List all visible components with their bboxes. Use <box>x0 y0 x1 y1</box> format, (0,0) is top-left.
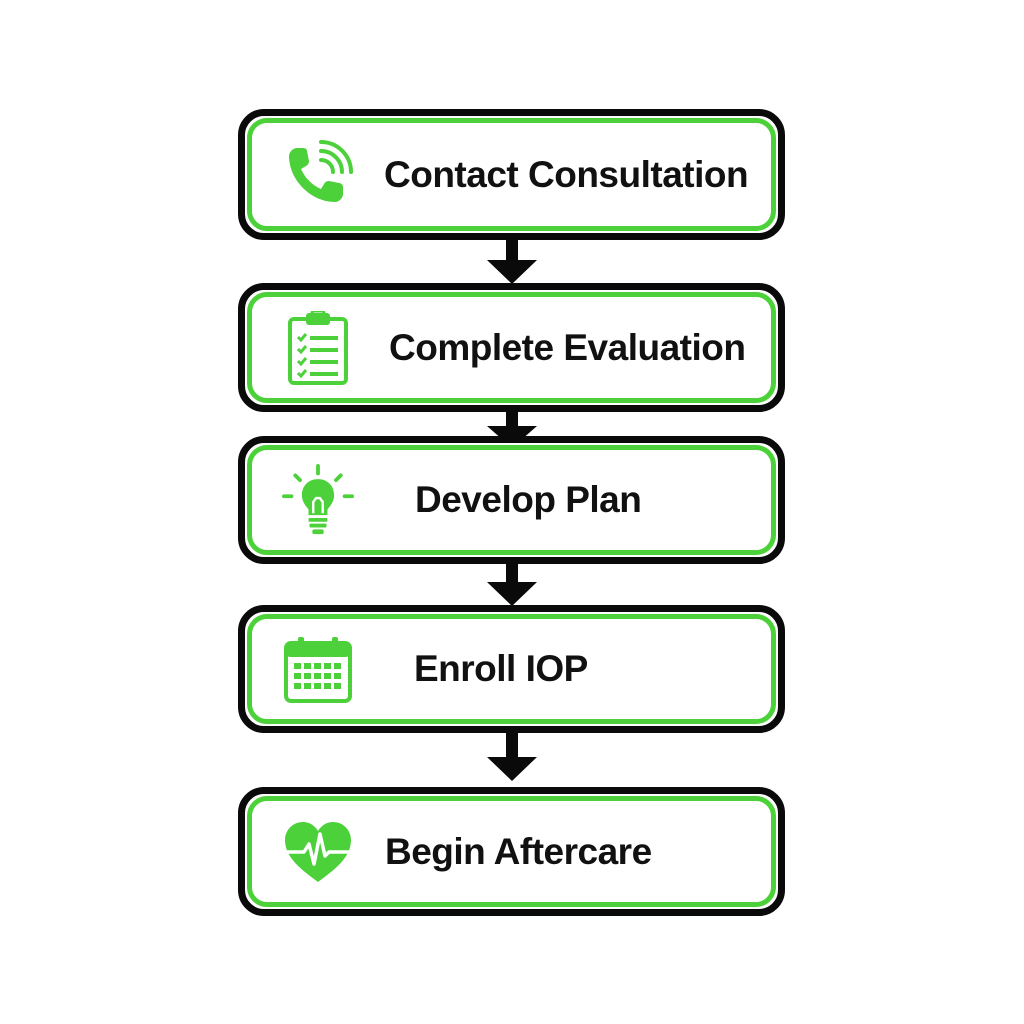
arrow-down-icon <box>487 731 537 781</box>
step-inner-frame: Develop Plan <box>247 445 776 555</box>
step-inner-frame: Begin Aftercare <box>247 796 776 907</box>
step-label: Contact Consultation <box>384 153 749 195</box>
lightbulb-icon <box>282 464 354 536</box>
step-complete-evaluation: Complete Evaluation <box>238 283 785 412</box>
arrow-down-icon <box>487 238 537 284</box>
step-label: Complete Evaluation <box>389 326 746 368</box>
step-label: Develop Plan <box>415 479 642 520</box>
heart-pulse-icon <box>282 816 354 888</box>
step-develop-plan: Develop Plan <box>238 436 785 564</box>
step-inner-frame: Contact Consultation <box>247 118 776 231</box>
step-label: Begin Aftercare <box>385 830 652 872</box>
arrow-down-icon <box>487 562 537 606</box>
step-contact-consultation: Contact Consultation <box>238 109 785 240</box>
step-enroll-iop: Enroll IOP <box>238 605 785 733</box>
step-inner-frame: Complete Evaluation <box>247 292 776 403</box>
clipboard-checklist-icon <box>282 310 354 385</box>
step-begin-aftercare: Begin Aftercare <box>238 787 785 916</box>
step-inner-frame: Enroll IOP <box>247 614 776 724</box>
calendar-icon <box>282 633 354 705</box>
phone-icon <box>282 139 354 211</box>
step-label: Enroll IOP <box>414 648 588 689</box>
